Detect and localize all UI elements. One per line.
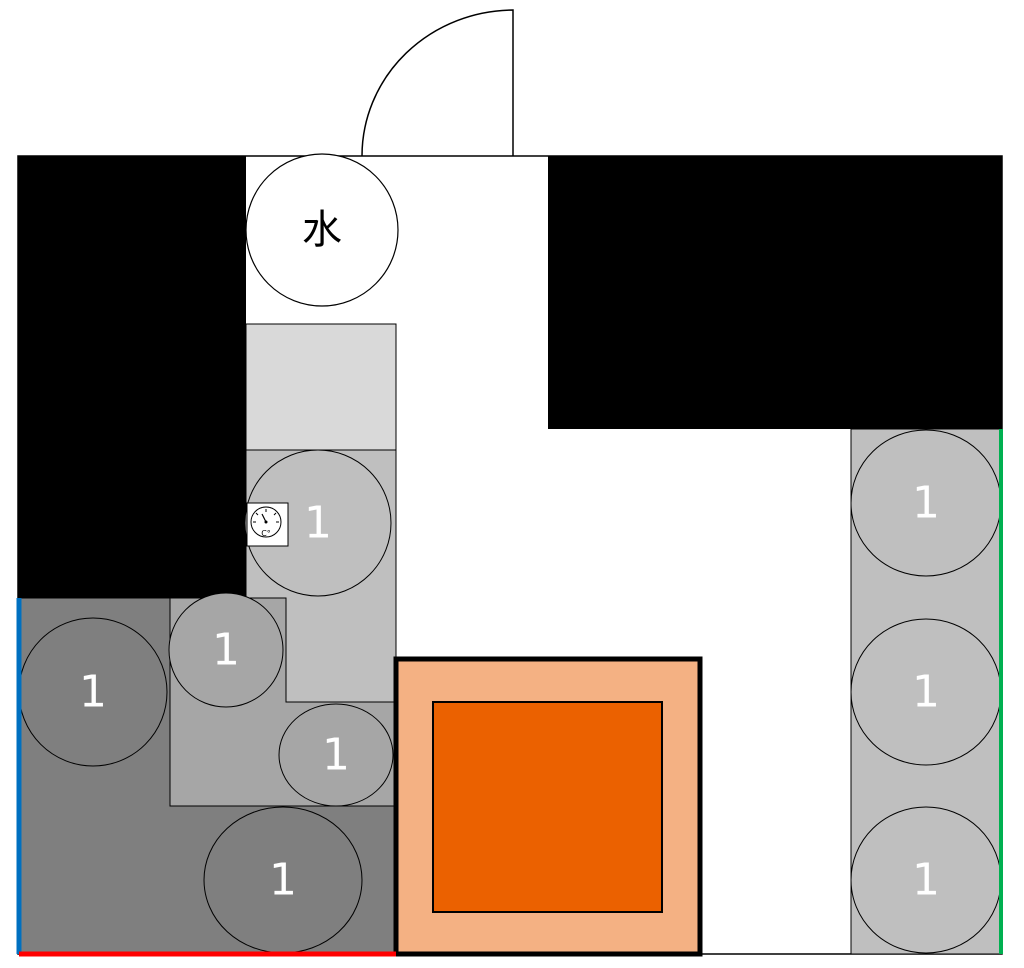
shelf-light-zone bbox=[245, 323, 397, 451]
seat[interactable]: 1 bbox=[203, 806, 363, 954]
seat-label: 1 bbox=[79, 667, 107, 718]
seat[interactable]: 1 bbox=[168, 592, 284, 708]
wall-right-block bbox=[548, 156, 1002, 429]
stove[interactable] bbox=[393, 656, 703, 957]
seat-label: 1 bbox=[322, 730, 350, 781]
thermometer-icon: C° bbox=[246, 502, 289, 547]
water-label: 水 bbox=[302, 207, 342, 253]
seat[interactable]: 1 bbox=[850, 806, 1002, 954]
seat[interactable]: 1 bbox=[18, 617, 168, 767]
seat-label: 1 bbox=[912, 667, 940, 718]
seat[interactable]: 1 bbox=[850, 429, 1002, 577]
seat-label: 1 bbox=[269, 855, 297, 906]
wall-left-block bbox=[18, 156, 246, 598]
seat[interactable]: 1 bbox=[278, 703, 394, 807]
seat-label: 1 bbox=[912, 478, 940, 529]
thermometer-unit: C° bbox=[261, 529, 271, 538]
door-swing[interactable] bbox=[361, 9, 514, 157]
seat-label: 1 bbox=[212, 625, 240, 676]
seat[interactable]: 1 bbox=[244, 449, 392, 597]
water-bucket[interactable]: 水 bbox=[245, 153, 399, 307]
seat[interactable]: 1 bbox=[850, 618, 1002, 766]
seat-label: 1 bbox=[304, 498, 332, 549]
seat-label: 1 bbox=[912, 855, 940, 906]
